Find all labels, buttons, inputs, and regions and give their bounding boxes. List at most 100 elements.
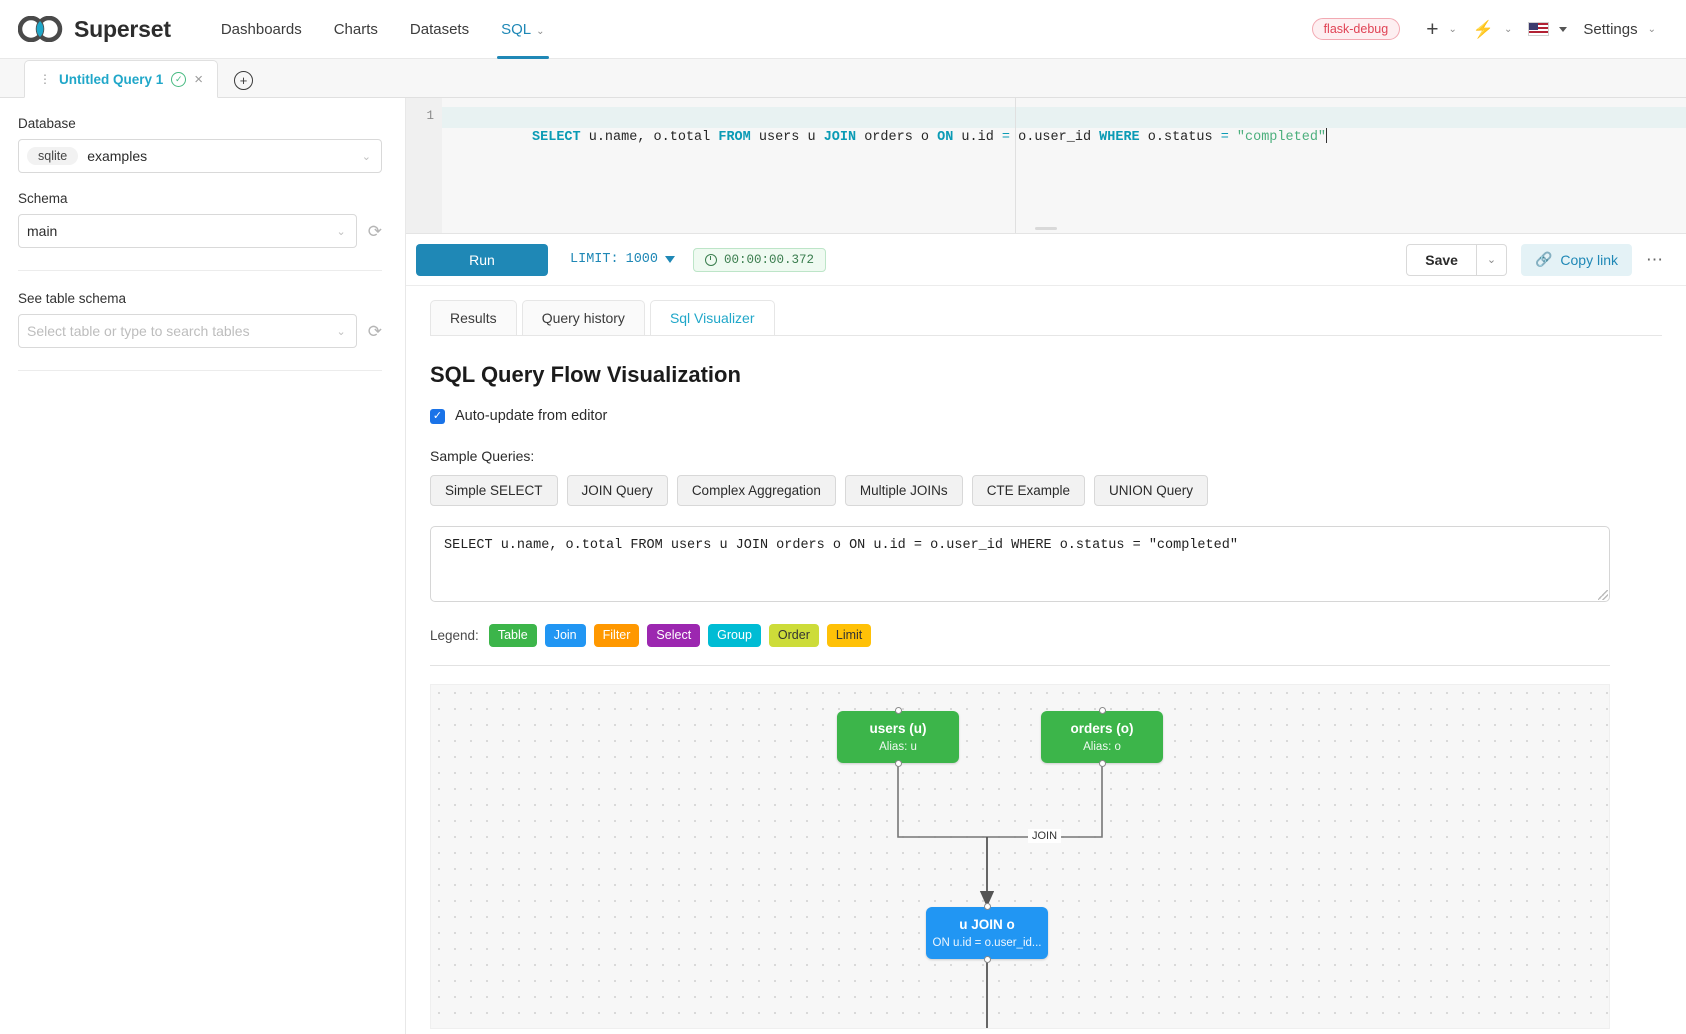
- database-select[interactable]: sqlite examples ⌄: [18, 139, 382, 173]
- nav-link-sql-label: SQL: [501, 21, 531, 38]
- sample-union-query[interactable]: UNION Query: [1094, 475, 1208, 506]
- close-icon[interactable]: ×: [194, 72, 203, 87]
- flow-node-users[interactable]: users (u) Alias: u: [837, 711, 959, 763]
- timer-value: 00:00:00.372: [724, 253, 814, 267]
- chevron-down-icon: ⌄: [337, 325, 346, 338]
- flow-canvas[interactable]: JOIN users (u) Alias: u orders (o) Alias…: [430, 684, 1610, 1029]
- more-options-button[interactable]: ⋯: [1646, 251, 1664, 268]
- alerts-button[interactable]: ⚡ ⌄: [1465, 15, 1521, 44]
- node-title: users (u): [869, 721, 926, 736]
- schema-select[interactable]: main ⌄: [18, 214, 357, 248]
- tok-3: users u: [751, 130, 824, 145]
- active-line-highlight: [442, 107, 1686, 128]
- node-port-bottom[interactable]: [1099, 760, 1106, 767]
- sql-editor[interactable]: 1 SELECT u.name, o.total FROM users u JO…: [406, 98, 1686, 234]
- sample-multiple-joins[interactable]: Multiple JOINs: [845, 475, 963, 506]
- sample-simple-select[interactable]: Simple SELECT: [430, 475, 558, 506]
- node-port-top[interactable]: [895, 707, 902, 714]
- plus-icon: +: [1426, 19, 1438, 40]
- new-item-button[interactable]: + ⌄: [1418, 13, 1465, 46]
- panel-divider: [18, 270, 382, 271]
- node-title: orders (o): [1070, 721, 1133, 736]
- table-row: Select table or type to search tables ⌄ …: [18, 314, 382, 348]
- limit-dropdown[interactable]: LIMIT: 1000: [570, 252, 675, 267]
- legend-chip-table: Table: [489, 624, 537, 647]
- nav-link-charts[interactable]: Charts: [318, 1, 394, 58]
- legend-chip-filter: Filter: [594, 624, 640, 647]
- brand-logo-group[interactable]: Superset: [18, 16, 171, 43]
- tok-13: [1229, 130, 1237, 145]
- left-query-panel: Database sqlite examples ⌄ Schema main ⌄…: [0, 98, 406, 1034]
- database-label: Database: [18, 116, 382, 131]
- node-port-top[interactable]: [1099, 707, 1106, 714]
- add-query-tab-button[interactable]: +: [234, 71, 253, 90]
- text-cursor: [1326, 128, 1327, 143]
- run-button[interactable]: Run: [416, 244, 548, 276]
- refresh-schema-icon[interactable]: ⟳: [368, 223, 382, 240]
- flow-node-join[interactable]: u JOIN o ON u.id = o.user_id...: [926, 907, 1048, 959]
- workspace: Database sqlite examples ⌄ Schema main ⌄…: [0, 98, 1686, 1034]
- sql-input[interactable]: [430, 526, 1610, 602]
- nav-link-datasets[interactable]: Datasets: [394, 1, 485, 58]
- superset-logo-icon: [18, 16, 64, 42]
- brand-name: Superset: [74, 16, 171, 43]
- legend-label: Legend:: [430, 628, 479, 643]
- sql-visualizer-panel: SQL Query Flow Visualization ✓ Auto-upda…: [406, 336, 1686, 1034]
- check-circle-icon: ✓: [171, 72, 186, 87]
- textarea-resize-grip[interactable]: [1598, 590, 1608, 600]
- link-icon: 🔗: [1535, 251, 1552, 268]
- query-tab-title: Untitled Query 1: [59, 72, 163, 87]
- database-value: examples: [87, 148, 147, 164]
- flow-node-orders[interactable]: orders (o) Alias: o: [1041, 711, 1163, 763]
- save-button[interactable]: Save: [1406, 244, 1477, 276]
- sample-complex-aggregation[interactable]: Complex Aggregation: [677, 475, 836, 506]
- tok-string: "completed": [1237, 130, 1326, 145]
- tok-eq1: =: [1002, 130, 1010, 145]
- chevron-down-icon: ⌄: [337, 225, 346, 238]
- auto-update-checkbox[interactable]: ✓: [430, 409, 445, 424]
- navbar-right: flask-debug + ⌄ ⚡ ⌄ Settings ⌄: [1312, 13, 1664, 46]
- tok-5: orders o: [856, 130, 937, 145]
- schema-row: main ⌄ ⟳: [18, 214, 382, 248]
- tab-results[interactable]: Results: [430, 300, 517, 335]
- save-dropdown-button[interactable]: ⌄: [1477, 244, 1507, 276]
- query-timer: 00:00:00.372: [693, 248, 826, 272]
- drag-grip-icon[interactable]: ⋮: [39, 73, 51, 85]
- tab-sql-visualizer[interactable]: Sql Visualizer: [650, 300, 775, 335]
- node-port-bottom[interactable]: [895, 760, 902, 767]
- language-button[interactable]: [1520, 16, 1575, 42]
- tok-join: JOIN: [824, 130, 856, 145]
- node-port-top[interactable]: [984, 903, 991, 910]
- query-tab[interactable]: ⋮ Untitled Query 1 ✓ ×: [24, 60, 218, 98]
- editor-code-area[interactable]: SELECT u.name, o.total FROM users u JOIN…: [442, 98, 1686, 233]
- tab-query-history[interactable]: Query history: [522, 300, 645, 335]
- sample-join-query[interactable]: JOIN Query: [567, 475, 668, 506]
- refresh-tables-icon[interactable]: ⟳: [368, 323, 382, 340]
- limit-label: LIMIT:: [570, 252, 619, 267]
- line-number: 1: [426, 109, 434, 123]
- page-title: SQL Query Flow Visualization: [430, 362, 1610, 388]
- chevron-down-icon: ⌄: [536, 26, 544, 37]
- node-subtitle: Alias: u: [879, 741, 917, 753]
- sample-queries-row: Simple SELECT JOIN Query Complex Aggrega…: [430, 475, 1610, 506]
- editor-resize-handle[interactable]: [1035, 227, 1057, 230]
- copy-link-button[interactable]: 🔗 Copy link: [1521, 244, 1632, 276]
- tok-9: o.user_id: [1010, 130, 1099, 145]
- panel-divider-2: [18, 370, 382, 371]
- chevron-down-icon: ⌄: [362, 150, 371, 163]
- node-port-bottom[interactable]: [984, 956, 991, 963]
- nav-link-dashboards[interactable]: Dashboards: [205, 1, 318, 58]
- top-navbar: Superset Dashboards Charts Datasets SQL ⌄…: [0, 0, 1686, 59]
- nav-link-sql[interactable]: SQL ⌄: [485, 1, 560, 58]
- legend-chip-join: Join: [545, 624, 586, 647]
- tok-11: o.status: [1140, 130, 1221, 145]
- table-select[interactable]: Select table or type to search tables ⌄: [18, 314, 357, 348]
- sample-cte-example[interactable]: CTE Example: [972, 475, 1085, 506]
- caret-down-icon: [665, 256, 675, 263]
- tok-from: FROM: [718, 130, 750, 145]
- chevron-down-icon: ⌄: [1648, 24, 1656, 35]
- tok-on: ON: [937, 130, 953, 145]
- debug-badge: flask-debug: [1312, 18, 1401, 40]
- schema-label: Schema: [18, 191, 382, 206]
- settings-menu[interactable]: Settings ⌄: [1575, 15, 1664, 44]
